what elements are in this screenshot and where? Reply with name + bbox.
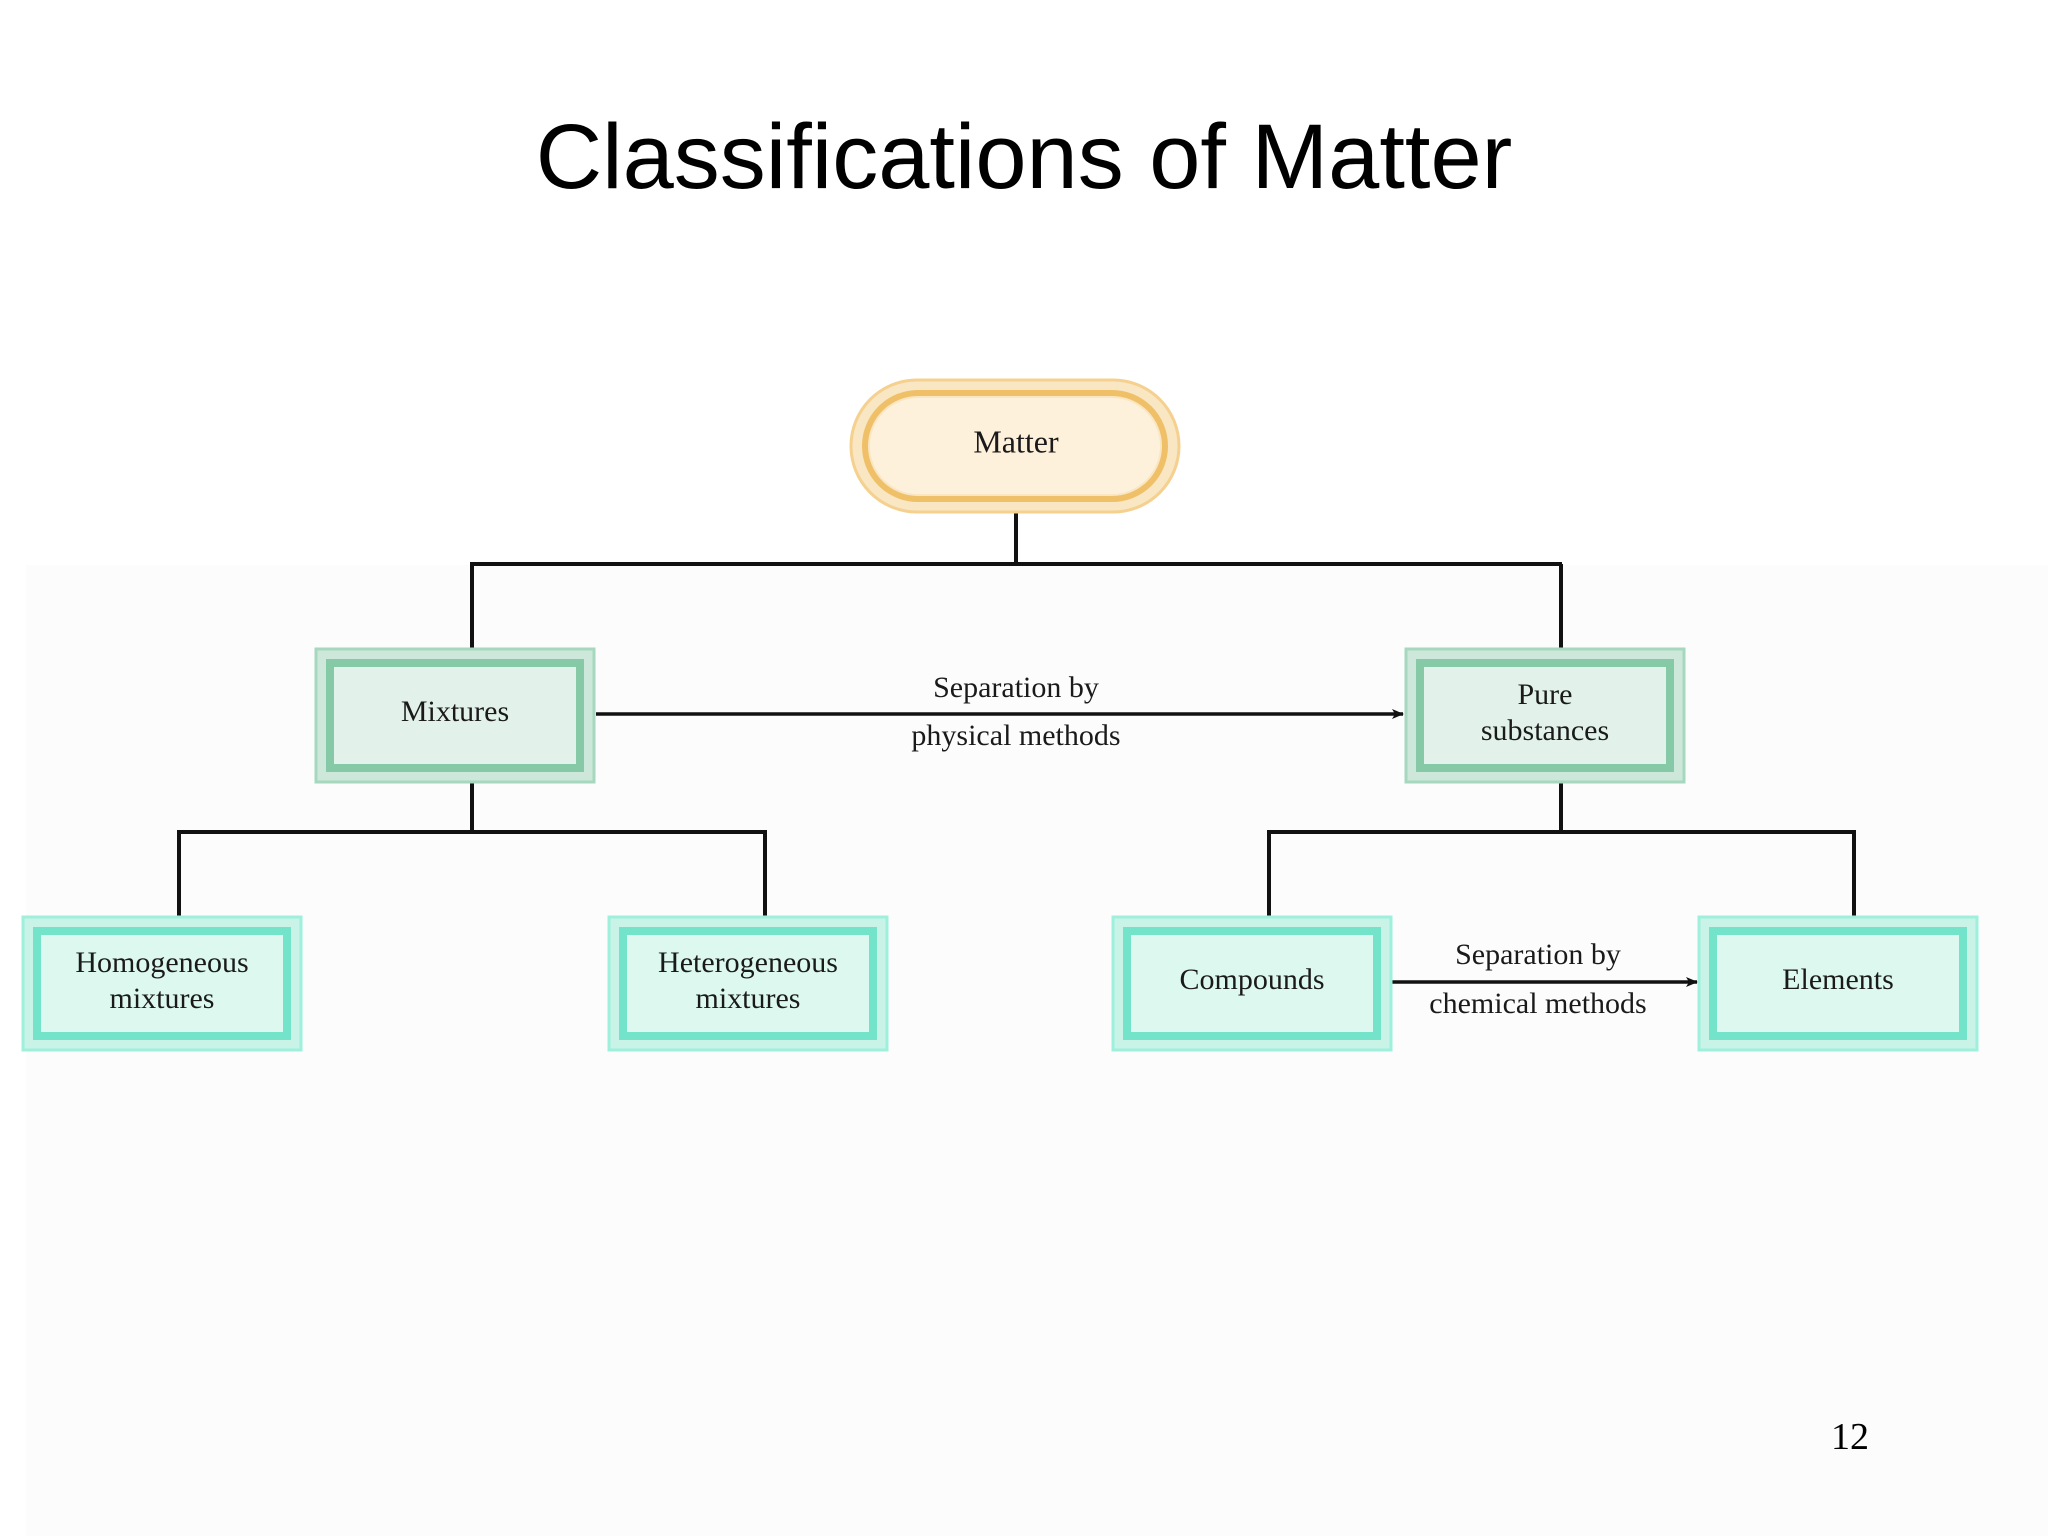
chemical-separation-label-line2: chemical methods — [1429, 987, 1646, 1020]
pure-substances-node-ring — [1416, 659, 1674, 772]
physical-separation-label-line2: physical methods — [911, 719, 1120, 752]
compounds-node-fill — [1131, 935, 1373, 1032]
compounds-node: Compounds — [1111, 915, 1393, 1052]
compounds-node-ring — [1123, 927, 1381, 1040]
chemical-separation-label-line1: Separation by — [1455, 938, 1621, 971]
physical-separation-label-line1: Separation by — [933, 671, 1099, 704]
homogeneous-mixtures-node: Homogeneous mixtures — [21, 915, 303, 1052]
slide-title: Classifications of Matter — [535, 106, 1513, 208]
heterogeneous-node-ring — [619, 927, 877, 1040]
elements-node-ring — [1709, 927, 1967, 1040]
elements-label: Elements — [1782, 963, 1894, 996]
homogeneous-label-line2: mixtures — [110, 982, 215, 1015]
elements-node: Elements — [1697, 915, 1979, 1052]
matter-node: Matter — [849, 378, 1181, 514]
tree-connectors — [177, 512, 1856, 916]
homogeneous-node-ring — [33, 927, 291, 1040]
heterogeneous-label-line2: mixtures — [696, 982, 801, 1015]
homogeneous-node-fill — [41, 935, 283, 1032]
homogeneous-label-line1: Homogeneous — [75, 946, 248, 979]
pure-substances-label-line1: Pure — [1518, 678, 1573, 711]
heterogeneous-label-line1: Heterogeneous — [658, 946, 838, 979]
matter-label: Matter — [973, 423, 1059, 459]
heterogeneous-mixtures-node: Heterogeneous mixtures — [607, 915, 889, 1052]
elements-node-fill — [1717, 935, 1959, 1032]
compounds-label: Compounds — [1179, 963, 1324, 996]
pure-substances-label-line2: substances — [1481, 714, 1609, 747]
mixtures-node: Mixtures — [314, 647, 596, 784]
mixtures-node-fill — [334, 667, 576, 764]
matter-node-fill — [870, 398, 1160, 494]
pure-substances-node-fill — [1424, 667, 1666, 764]
pure-substances-node: Pure substances — [1404, 647, 1686, 784]
heterogeneous-node-fill — [627, 935, 869, 1032]
page-number: 12 — [1831, 1416, 1869, 1458]
mixtures-label: Mixtures — [401, 695, 509, 728]
mixtures-node-ring — [326, 659, 584, 772]
matter-node-ring — [862, 390, 1168, 502]
